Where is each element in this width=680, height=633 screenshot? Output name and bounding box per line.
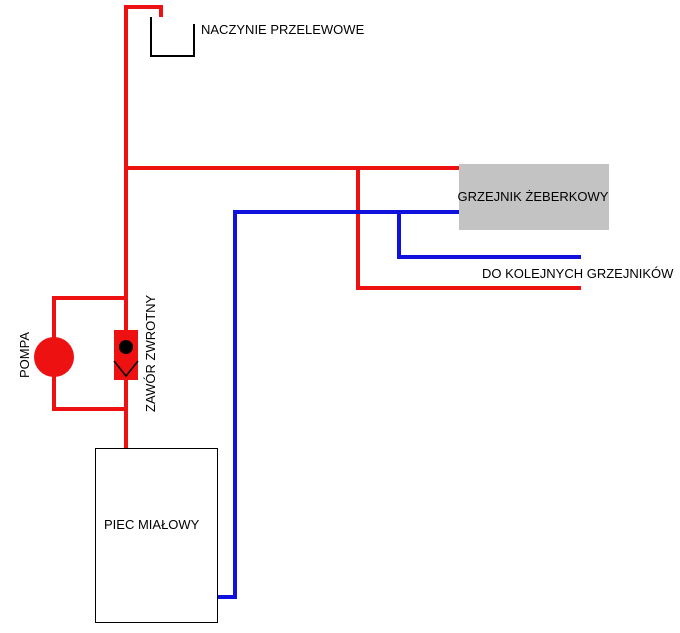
- radiator-label: GRZEJNIK ŻEBERKOWY: [458, 189, 609, 204]
- pump-icon: [34, 337, 74, 377]
- expansion-tank-label: NACZYNIE PRZELEWOWE: [201, 22, 365, 37]
- supply-branch-to-next-radiators: [356, 166, 581, 290]
- radiator: [459, 164, 609, 230]
- pump-label: POMPA: [17, 332, 32, 378]
- cold-pipes: [215, 210, 581, 599]
- furnace: [95, 448, 218, 623]
- expansion-tank: [150, 17, 195, 57]
- return-branch-from-next-radiators: [397, 210, 581, 259]
- furnace-label: PIEC MIAŁOWY: [104, 517, 200, 532]
- hot-pipes: [52, 5, 581, 448]
- return-pipe-to-furnace: [215, 210, 461, 599]
- next-radiators-label: DO KOLEJNYCH GRZEJNIKÓW: [482, 266, 674, 281]
- check-valve-label: ZAWÓR ZWROTNY: [143, 294, 158, 412]
- main-riser-pipe: [124, 5, 163, 448]
- check-valve-icon: [113, 330, 139, 380]
